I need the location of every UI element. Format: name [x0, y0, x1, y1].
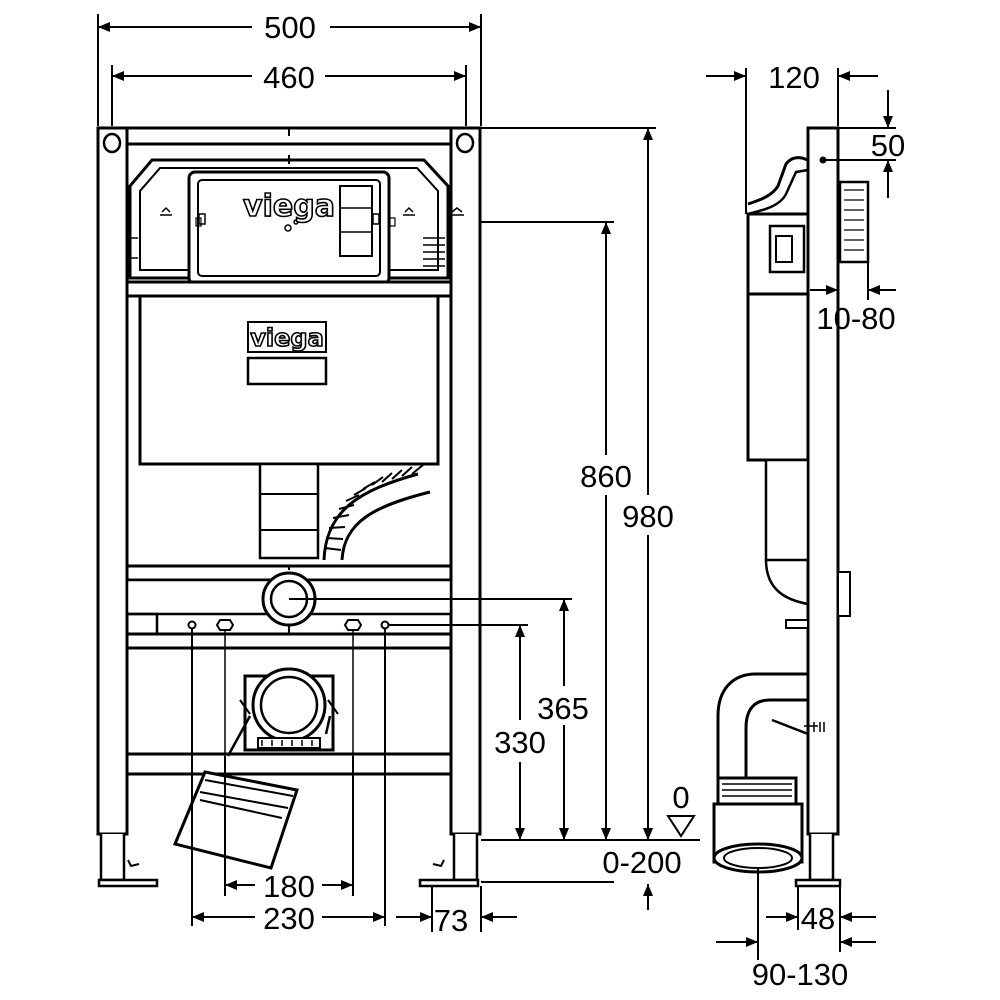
- dim-stud-height: 330: [494, 725, 546, 760]
- side-drain: [712, 672, 825, 874]
- side-view: [712, 126, 870, 888]
- dim-plate-offset: 50: [871, 128, 905, 163]
- side-post: [806, 126, 840, 836]
- brand-label-block: viega: [247, 321, 327, 353]
- dim-foot-adjust: 0-200: [602, 845, 681, 880]
- brand-logo-plate: viega: [243, 189, 335, 224]
- dimension-labels: 500 460 860 980 365 330 0 0-200 180 230 …: [263, 10, 905, 992]
- dim-foot-offset: 73: [434, 903, 468, 938]
- dim-cistern-height: 860: [580, 459, 632, 494]
- brand-logo-cistern: viega: [250, 324, 324, 352]
- right-post: [418, 126, 482, 888]
- dim-frame-depth: 120: [768, 60, 820, 95]
- dim-overall-height: 980: [622, 499, 674, 534]
- dim-stud-spacing: 180: [263, 869, 315, 904]
- cistern-cover: [128, 155, 450, 286]
- dim-rod-spacing: 230: [263, 901, 315, 936]
- lower-frame: [125, 564, 453, 776]
- drain-bend: [172, 667, 339, 870]
- dim-wall-range: 10-80: [816, 301, 895, 336]
- dim-pipe-offset: 48: [801, 901, 835, 936]
- dim-frame-width: 460: [263, 60, 315, 95]
- brand-logos: viega viega: [242, 188, 336, 353]
- front-view: [96, 126, 482, 888]
- dimension-lines: [97, 14, 896, 960]
- left-post: [96, 126, 159, 888]
- dim-flush-height: 365: [537, 691, 589, 726]
- flexible-hose: [322, 464, 431, 561]
- dim-outlet-range: 90-130: [752, 957, 849, 992]
- side-cistern: [746, 156, 851, 629]
- dim-floor-level: 0: [672, 780, 689, 815]
- dim-overall-width: 500: [264, 10, 316, 45]
